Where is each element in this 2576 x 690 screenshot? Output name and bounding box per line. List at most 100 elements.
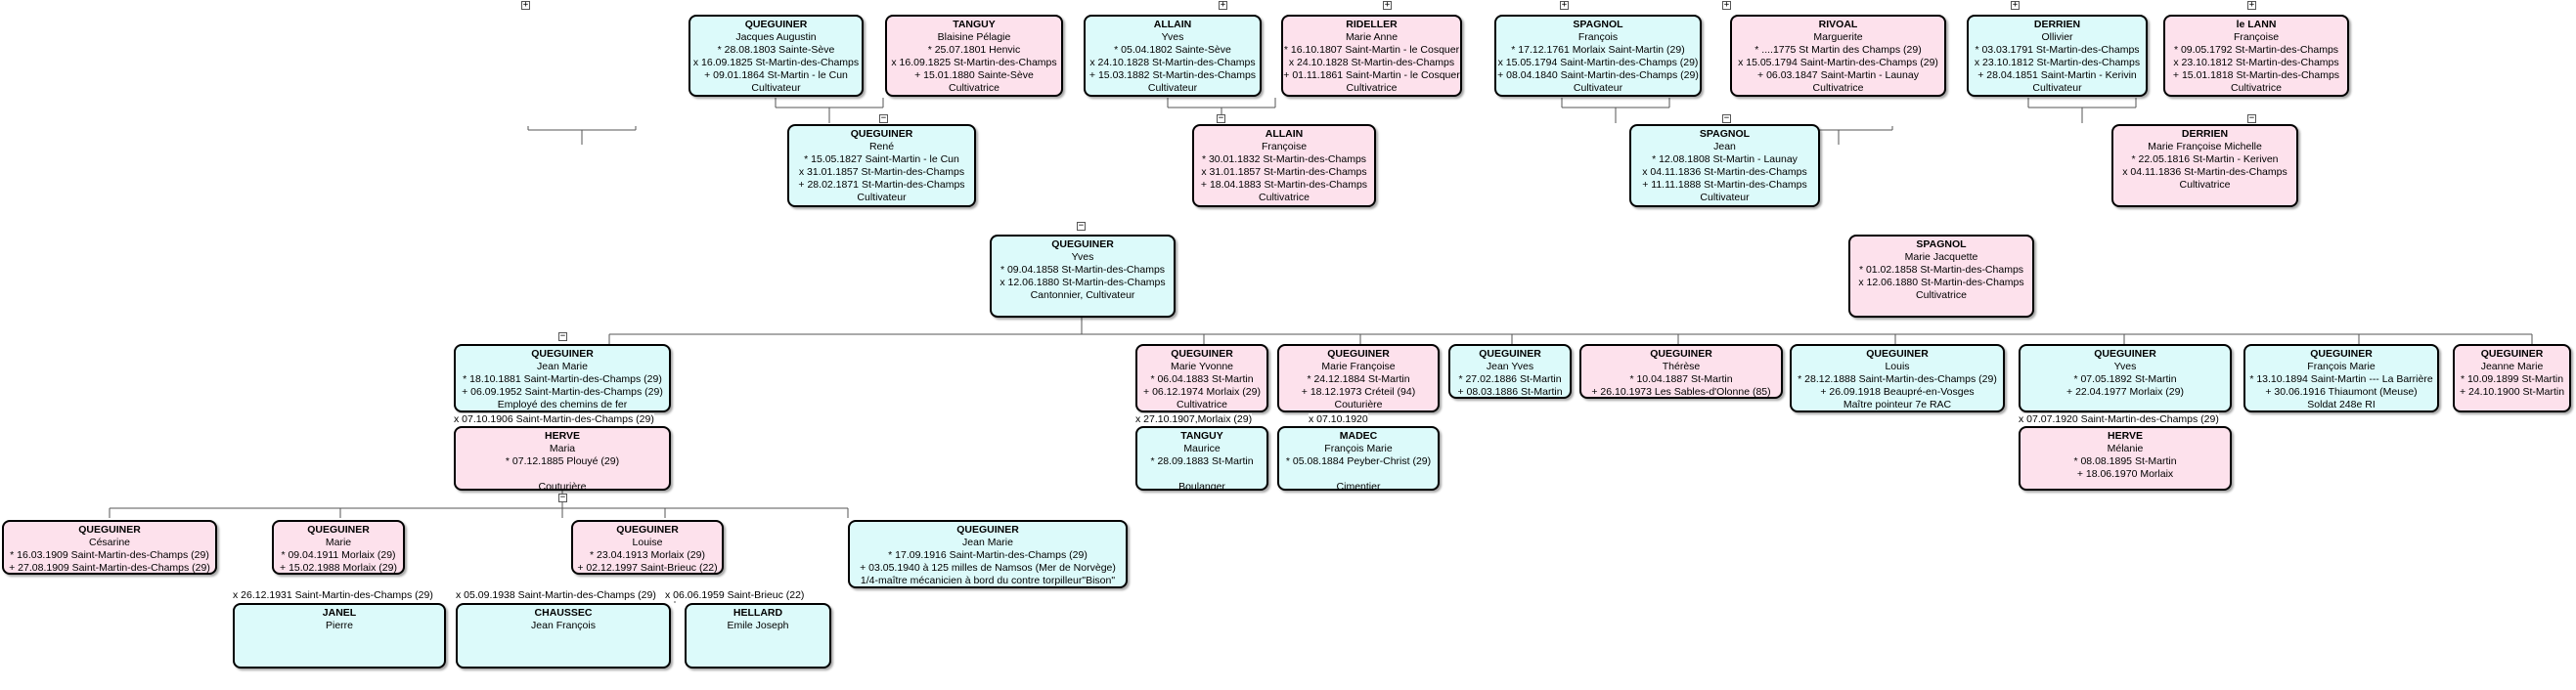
person-surname: QUEGUINER	[1866, 348, 1929, 360]
death-line: + 15.01.1880 Sainte-Sève	[914, 69, 1034, 81]
person-card[interactable]: QUEGUINER Jean Marie * 18.10.1881 Saint-…	[454, 344, 671, 412]
person-surname: SPAGNOL	[1699, 128, 1751, 140]
person-given-names: Marie Jacquette	[1904, 251, 1978, 263]
collapse-toggle[interactable]: −	[1722, 113, 1731, 123]
person-card[interactable]: QUEGUINER Louise * 23.04.1913 Morlaix (2…	[571, 520, 724, 575]
occupation: Cultivatrice	[2231, 82, 2282, 94]
person-given-names: Thérèse	[1662, 361, 1701, 372]
expand-toggle[interactable]: +	[1722, 0, 1731, 10]
person-card[interactable]: QUEGUINER Yves * 09.04.1858 St-Martin-de…	[990, 235, 1176, 318]
person-card[interactable]: QUEGUINER Césarine * 16.03.1909 Saint-Ma…	[2, 520, 217, 575]
spacer-line	[1137, 468, 1266, 481]
person-card[interactable]: QUEGUINER Marie Françoise * 24.12.1884 S…	[1277, 344, 1440, 412]
person-card[interactable]: QUEGUINER Jean Marie * 17.09.1916 Saint-…	[848, 520, 1128, 588]
occupation: Cultivatrice	[1259, 192, 1310, 203]
person-surname: QUEGUINER	[2480, 348, 2544, 360]
person-card[interactable]: HELLARD Emile Joseph	[685, 603, 831, 668]
collapse-toggle[interactable]: −	[1077, 221, 1086, 231]
collapse-toggle[interactable]: −	[879, 113, 888, 123]
marriage-line: x 15.05.1794 Saint-Martin-des-Champs (29…	[1738, 57, 1938, 68]
person-card[interactable]: QUEGUINER René * 15.05.1827 Saint-Martin…	[787, 124, 976, 207]
marriage-label: x 07.07.1920 Saint-Martin-des-Champs (29…	[2019, 413, 2219, 425]
occupation: Cultivatrice	[2179, 179, 2231, 191]
expand-toggle[interactable]: +	[1560, 0, 1569, 10]
person-card[interactable]: SPAGNOL Jean * 12.08.1808 St-Martin - La…	[1629, 124, 1820, 207]
expand-toggle[interactable]: +	[2247, 0, 2256, 10]
person-card[interactable]: SPAGNOL François * 17.12.1761 Morlaix Sa…	[1494, 15, 1702, 97]
person-given-names: René	[868, 141, 895, 152]
person-card[interactable]: DERRIEN Marie Françoise Michelle * 22.05…	[2111, 124, 2298, 207]
person-card[interactable]: QUEGUINER Marie Yvonne * 06.04.1883 St-M…	[1135, 344, 1268, 412]
person-card[interactable]: TANGUY Maurice * 28.09.1883 St-Martin Bo…	[1135, 426, 1268, 491]
person-surname: CHAUSSEC	[534, 607, 593, 619]
death-line: + 15.01.1818 St-Martin-des-Champs	[2172, 69, 2340, 81]
person-given-names: Jean François	[531, 620, 596, 631]
person-card[interactable]: MADEC François Marie * 05.08.1884 Peyber…	[1277, 426, 1440, 491]
birth-line: * 22.05.1816 St-Martin - Keriven	[2131, 153, 2279, 165]
person-card[interactable]: QUEGUINER Yves * 07.05.1892 St-Martin + …	[2019, 344, 2232, 412]
birth-line: * 28.09.1883 St-Martin	[1150, 455, 1254, 467]
death-line: + 27.08.1909 Saint-Martin-des-Champs (29…	[9, 562, 210, 574]
death-line: + 15.02.1988 Morlaix (29)	[280, 562, 397, 574]
person-given-names: Jean Marie	[962, 537, 1013, 548]
death-line: + 08.03.1886 St-Martin	[1457, 386, 1563, 398]
person-given-names: Ollivier	[2041, 31, 2073, 43]
death-line: + 15.03.1882 St-Martin-des-Champs	[1088, 69, 1257, 81]
person-surname: SPAGNOL	[1573, 19, 1623, 30]
person-card[interactable]: QUEGUINER Marie * 09.04.1911 Morlaix (29…	[272, 520, 405, 575]
collapse-toggle[interactable]: −	[1217, 113, 1225, 123]
person-card[interactable]: CHAUSSEC Jean François	[456, 603, 671, 668]
marriage-line: x 16.09.1825 St-Martin-des-Champs	[692, 57, 860, 68]
person-card[interactable]: QUEGUINER François Marie * 13.10.1894 Sa…	[2243, 344, 2439, 412]
person-surname: le LANN	[2236, 19, 2277, 30]
birth-line: * 17.12.1761 Morlaix Saint-Martin (29)	[1511, 44, 1685, 56]
expand-toggle[interactable]: +	[1383, 0, 1392, 10]
person-surname: QUEGUINER	[2094, 348, 2156, 360]
person-given-names: Maria	[549, 443, 576, 454]
collapse-toggle[interactable]: −	[2247, 113, 2256, 123]
person-card[interactable]: HERVE Mélanie * 08.08.1895 St-Martin + 1…	[2019, 426, 2232, 491]
person-card[interactable]: HERVE Maria * 07.12.1885 Plouyé (29) Cou…	[454, 426, 671, 491]
occupation: Soldat 248e RI	[2307, 399, 2376, 410]
person-given-names: Marie Anne	[1345, 31, 1399, 43]
person-card[interactable]: ALLAIN Yves * 05.04.1802 Sainte-Sève x 2…	[1084, 15, 1262, 97]
collapse-toggle[interactable]: −	[558, 331, 567, 341]
person-card[interactable]: DERRIEN Ollivier * 03.03.1791 St-Martin-…	[1967, 15, 2148, 97]
person-card[interactable]: le LANN Françoise * 09.05.1792 St-Martin…	[2163, 15, 2349, 97]
person-card[interactable]: SPAGNOL Marie Jacquette * 01.02.1858 St-…	[1848, 235, 2034, 318]
person-surname: QUEGUINER	[1327, 348, 1390, 360]
person-given-names: François Marie	[2307, 361, 2376, 372]
person-surname: MADEC	[1339, 430, 1378, 442]
person-given-names: Marie	[325, 537, 352, 548]
person-card[interactable]: RIDELLER Marie Anne * 16.10.1807 Saint-M…	[1281, 15, 1462, 97]
birth-line: * 28.12.1888 Saint-Martin-des-Champs (29…	[1798, 373, 1997, 385]
marriage-line: x 15.05.1794 Saint-Martin-des-Champs (29…	[1497, 57, 1699, 68]
death-line: + 03.05.1940 à 125 milles de Namsos (Mer…	[860, 562, 1116, 574]
person-card[interactable]: QUEGUINER Jeanne Marie * 10.09.1899 St-M…	[2453, 344, 2571, 412]
person-card[interactable]: QUEGUINER Jacques Augustin * 28.08.1803 …	[688, 15, 864, 97]
person-surname: QUEGUINER	[850, 128, 913, 140]
person-card[interactable]: JANEL Pierre	[233, 603, 446, 668]
person-card[interactable]: TANGUY Blaisine Pélagie * 25.07.1801 Hen…	[885, 15, 1063, 97]
person-card[interactable]: QUEGUINER Louis * 28.12.1888 Saint-Marti…	[1790, 344, 2005, 412]
person-given-names: Louis	[1885, 361, 1910, 372]
collapse-toggle[interactable]: −	[558, 493, 567, 502]
person-surname: QUEGUINER	[2310, 348, 2373, 360]
occupation: 1/4-maître mécanicien à bord du contre t…	[860, 575, 1116, 586]
expand-toggle[interactable]: +	[521, 0, 530, 10]
death-line: + 30.06.1916 Thiaumont (Meuse)	[2265, 386, 2418, 398]
marriage-label: x 27.10.1907,Morlaix (29)	[1135, 413, 1253, 425]
person-given-names: Maurice	[1183, 443, 1221, 454]
birth-line: * 09.04.1911 Morlaix (29)	[281, 549, 396, 561]
birth-line: * 30.01.1832 St-Martin-des-Champs	[1201, 153, 1367, 165]
person-card[interactable]: QUEGUINER Jean Yves * 27.02.1886 St-Mart…	[1448, 344, 1572, 399]
person-card[interactable]: QUEGUINER Thérèse * 10.04.1887 St-Martin…	[1579, 344, 1783, 399]
birth-line: * 16.03.1909 Saint-Martin-des-Champs (29…	[10, 549, 209, 561]
person-card[interactable]: RIVOAL Marguerite * ....1775 St Martin d…	[1730, 15, 1946, 97]
expand-toggle[interactable]: +	[1219, 0, 1227, 10]
person-given-names: Pierre	[325, 620, 353, 631]
death-line: + 26.09.1918 Beaupré-en-Vosges	[1820, 386, 1975, 398]
person-card[interactable]: ALLAIN Françoise * 30.01.1832 St-Martin-…	[1192, 124, 1376, 207]
death-line: + 24.10.1900 St-Martin	[2459, 386, 2565, 398]
expand-toggle[interactable]: +	[2011, 0, 2020, 10]
